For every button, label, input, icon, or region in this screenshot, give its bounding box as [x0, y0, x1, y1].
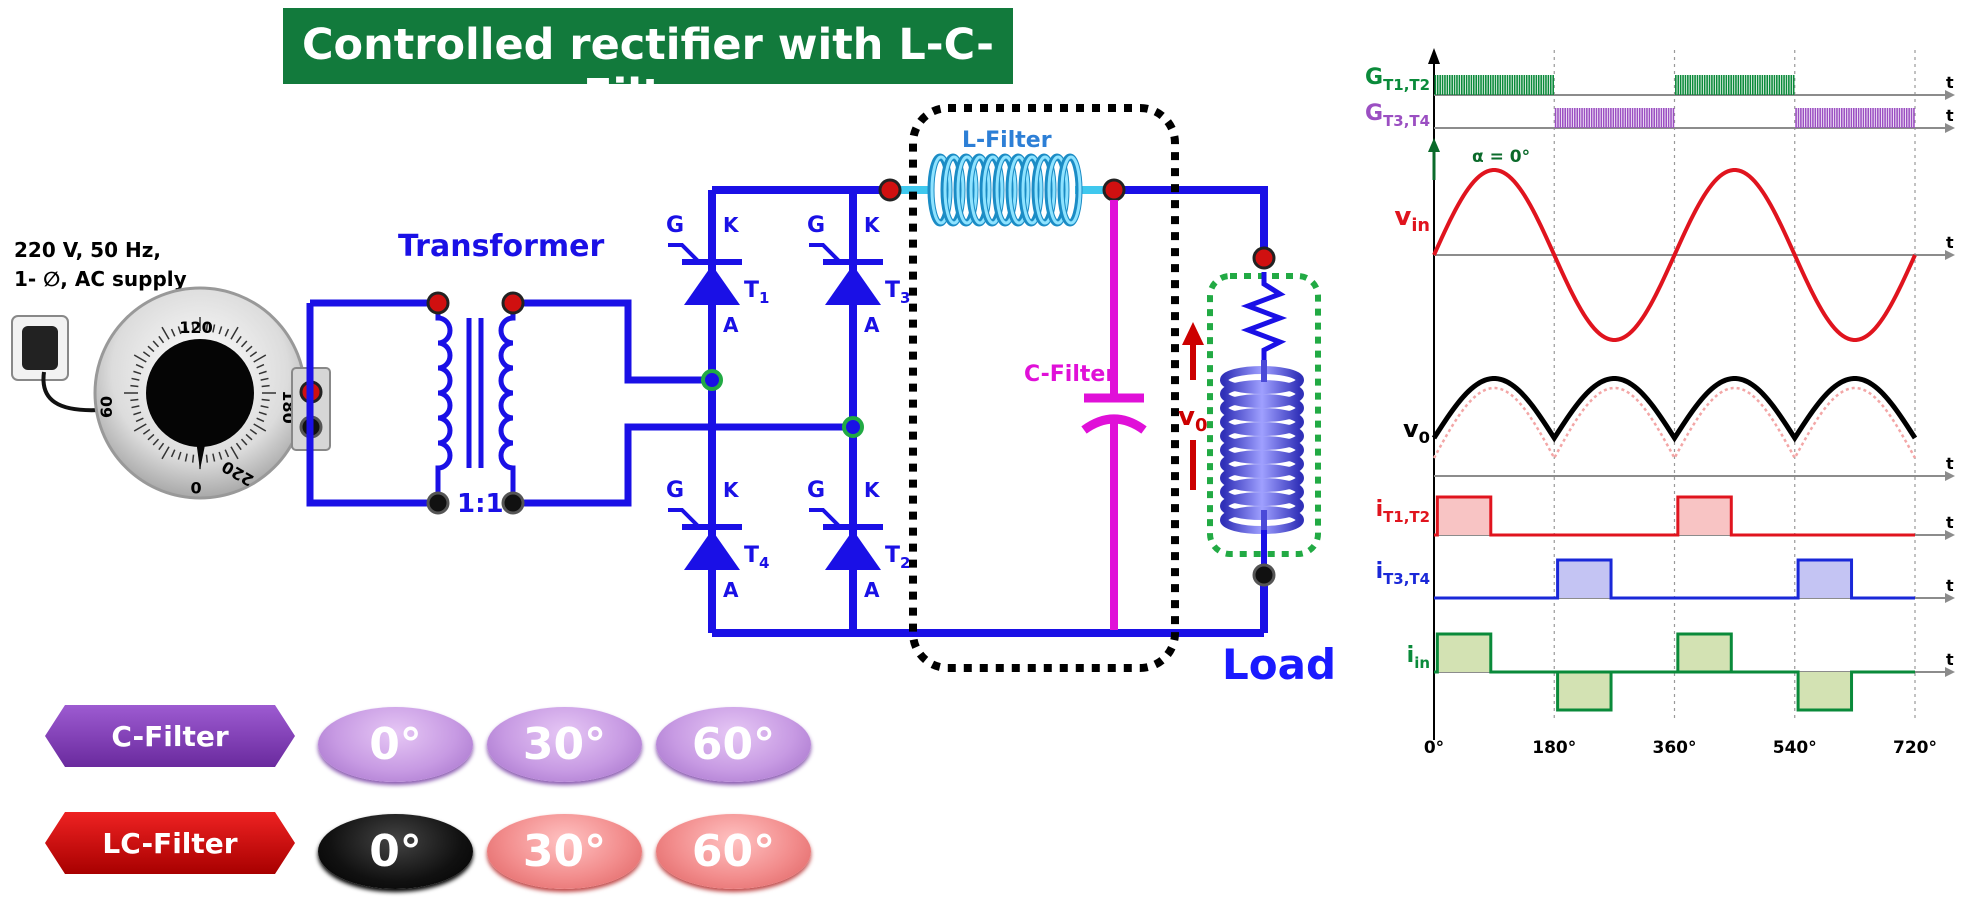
lc-filter-30-label: 30°: [522, 826, 607, 877]
ac-socket: [11, 315, 101, 413]
primary-wiring: [306, 299, 438, 507]
c-filter-30-button[interactable]: 30°: [487, 707, 642, 782]
cathode-label: K: [864, 213, 881, 237]
dial-label-120: 120: [179, 318, 212, 337]
c-filter-30-label: 30°: [522, 719, 607, 770]
gate-label: G: [666, 478, 684, 503]
thyristor-t4: G K AT4: [666, 478, 769, 602]
v0-t-label: t: [1946, 454, 1954, 473]
wave-label-6: iin: [1407, 643, 1430, 672]
thyristor-label: T4: [744, 543, 769, 572]
alpha-label: α = 0°: [1472, 147, 1530, 167]
lc-filter-30-button[interactable]: 30°: [487, 814, 642, 889]
i6-t-label: t: [1946, 650, 1954, 669]
wave-label-2: vin: [1394, 202, 1430, 236]
variac-dial[interactable]: 120 60 180 0 220: [93, 286, 307, 500]
lc-filter-0-label: 0°: [369, 826, 422, 877]
c-filter-label: C-Filter: [1024, 362, 1116, 387]
thyristor-label: T2: [885, 543, 910, 572]
wave-label-3: v0: [1403, 415, 1430, 447]
output-voltage-arrow: [1182, 322, 1204, 490]
supply-label-line2: 1- ∅, AC supply: [14, 267, 187, 291]
lc-filter-tag: LC-Filter: [45, 812, 295, 874]
output-voltage-label: v0: [1178, 402, 1207, 436]
page-title: Controlled rectifier with L-C-Filter: [301, 20, 994, 120]
transformer-ratio: 1:1: [457, 489, 504, 519]
transformer-label: Transformer: [398, 229, 604, 264]
load: [1207, 272, 1321, 575]
vin-t-label: t: [1946, 233, 1954, 252]
g12-t-label: t: [1946, 73, 1954, 92]
g34-t-label: t: [1946, 106, 1954, 125]
wave-label-5: iT3,T4: [1376, 559, 1430, 588]
title-banner: Controlled rectifier with L-C-Filter: [283, 8, 1013, 120]
thyristor-label: T3: [885, 278, 910, 307]
x-tick-2: 360°: [1653, 738, 1697, 758]
x-tick-1: 180°: [1532, 738, 1576, 758]
thyristor-t1: G K AT1: [666, 213, 769, 337]
gate-label: G: [666, 213, 684, 238]
l-filter-inductor: [890, 153, 1114, 227]
gate-label: G: [807, 213, 825, 238]
filter-box: [909, 104, 1179, 672]
lc-filter-0-button[interactable]: 0°: [318, 814, 473, 889]
c-filter-0-button[interactable]: 0°: [318, 707, 473, 782]
lc-filter-tag-label: LC-Filter: [102, 826, 238, 860]
lc-filter-60-label: 60°: [691, 826, 776, 877]
anode-label: A: [723, 313, 739, 337]
load-label: Load: [1222, 640, 1337, 689]
cathode-label: K: [723, 478, 740, 502]
x-tick-3: 540°: [1773, 738, 1817, 758]
supply-label-line1: 220 V, 50 Hz,: [14, 238, 161, 262]
secondary-wiring: [513, 299, 853, 507]
x-tick-4: 720°: [1893, 738, 1937, 758]
c-filter-60-button[interactable]: 60°: [656, 707, 811, 782]
c-filter-60-label: 60°: [691, 719, 776, 770]
wave-label-0: GT1,T2: [1365, 65, 1430, 94]
lc-filter-60-button[interactable]: 60°: [656, 814, 811, 889]
thyristor-label: T1: [744, 278, 769, 307]
gate-label: G: [807, 478, 825, 503]
l-filter-label: L-Filter: [962, 128, 1052, 153]
cathode-label: K: [864, 478, 881, 502]
anode-label: A: [864, 578, 880, 602]
anode-label: A: [723, 578, 739, 602]
thyristor-t3: G K AT3: [807, 213, 910, 337]
i4-t-label: t: [1946, 513, 1954, 532]
dial-label-60: 60: [97, 396, 116, 418]
c-filter-tag-label: C-Filter: [111, 719, 229, 753]
dial-label-0: 0: [190, 478, 201, 497]
thyristor-t2: G K AT2: [807, 478, 910, 602]
x-tick-0: 0°: [1424, 738, 1444, 758]
anode-label: A: [864, 313, 880, 337]
wave-label-1: GT3,T4: [1365, 101, 1430, 130]
supply-label: 220 V, 50 Hz, 1- ∅, AC supply: [14, 236, 187, 294]
i5-t-label: t: [1946, 576, 1954, 595]
cathode-label: K: [723, 213, 740, 237]
c-filter-tag: C-Filter: [45, 705, 295, 767]
transformer: [435, 303, 516, 503]
c-filter-capacitor: [1081, 200, 1147, 630]
c-filter-0-label: 0°: [369, 719, 422, 770]
wave-label-4: iT1,T2: [1376, 497, 1430, 526]
